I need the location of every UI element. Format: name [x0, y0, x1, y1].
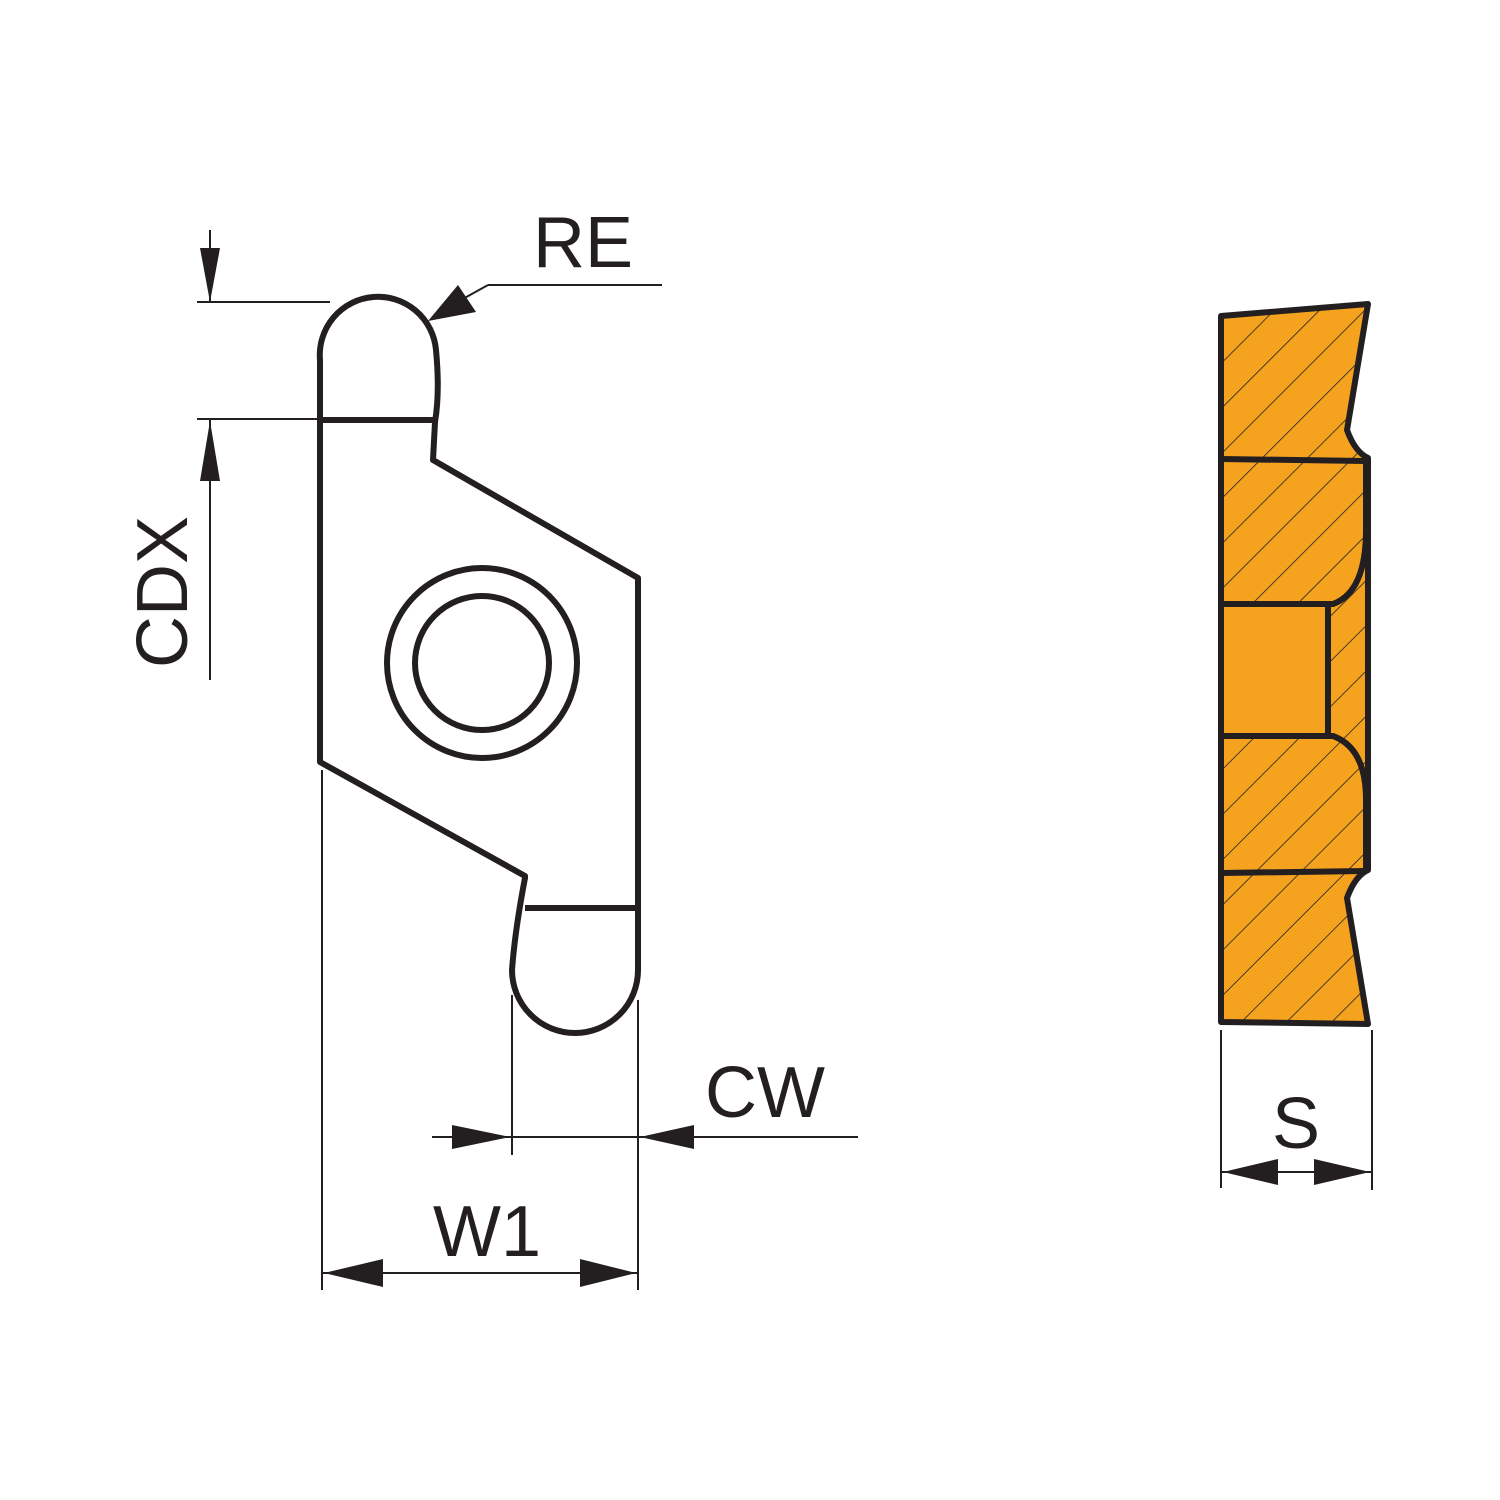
w1-label: W1 [433, 1192, 541, 1272]
cdx-dimension: CDX [123, 230, 330, 680]
mounting-hole [412, 593, 552, 733]
top-tip-boundary [1220, 456, 1366, 464]
cdx-label: CDX [123, 516, 203, 668]
insert-body [316, 293, 641, 1036]
lower-counterbore [1221, 733, 1369, 868]
re-label: RE [533, 203, 633, 283]
s-dimension: S [1220, 1030, 1373, 1190]
insert-front-view [316, 293, 641, 1036]
s-label: S [1272, 1084, 1320, 1164]
s-arrow-left [1223, 1159, 1278, 1185]
hole-bore [1224, 606, 1328, 735]
w1-arrow-right [580, 1259, 636, 1287]
w1-arrow-left [324, 1259, 383, 1287]
upper-counterbore [1221, 462, 1369, 607]
cw-arrow-right [452, 1125, 510, 1149]
cw-label: CW [705, 1053, 825, 1133]
cw-dimension: CW [432, 995, 858, 1290]
w1-dimension: W1 [321, 770, 638, 1290]
counterbore-ring [384, 565, 580, 761]
section-outline [1218, 301, 1371, 1027]
cdx-arrow-up [200, 421, 220, 481]
s-arrow-right [1314, 1159, 1370, 1185]
bottom-tip-boundary [1220, 868, 1366, 876]
re-dimension: RE [428, 203, 662, 321]
cw-arrow-left [640, 1125, 694, 1149]
insert-side-view [1218, 301, 1371, 1027]
re-arrowhead [428, 285, 476, 321]
cdx-arrow-down [200, 248, 220, 302]
